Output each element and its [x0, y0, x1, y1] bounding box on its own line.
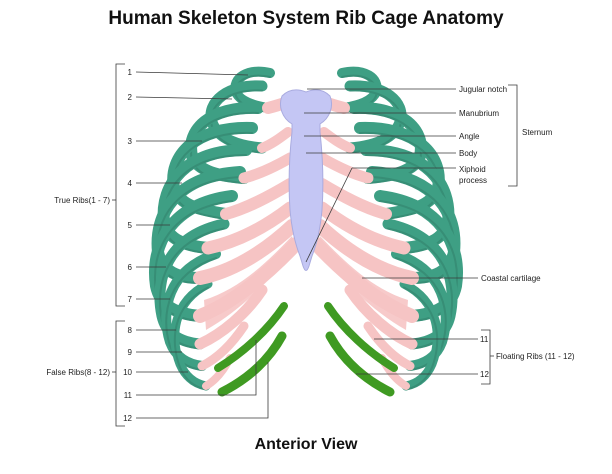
floating-rib-right-12 [325, 331, 395, 397]
bracket-sternum [508, 84, 518, 187]
cartilage-left-2 [257, 127, 293, 153]
label-xiphoid: Xiphoid [459, 165, 486, 174]
rib-number-12: 12 [123, 414, 132, 423]
rib-number-11: 11 [124, 391, 133, 400]
rib-number-8: 8 [128, 326, 133, 335]
page-title: Human Skeleton System Rib Cage Anatomy [108, 8, 504, 29]
cartilage-right-9 [363, 321, 415, 371]
rib-number-4: 4 [128, 179, 133, 188]
rib-shade-left-10 [173, 286, 209, 391]
label-sternum: Sternum [522, 128, 553, 137]
rib-shade-left-9 [165, 257, 217, 371]
label-angle: Angle [459, 132, 480, 141]
rib-cage-illustration [149, 66, 463, 397]
cartilage-left-6 [193, 219, 299, 285]
rib-number-1: 1 [128, 68, 133, 77]
rib-number-2: 2 [128, 93, 133, 102]
floating-rib-left-11 [214, 302, 288, 372]
cartilage-left-9 [197, 321, 249, 371]
cartilage-right-8 [344, 284, 418, 350]
label-manubrium: Manubrium [459, 109, 499, 118]
cartilage-right-4 [316, 178, 392, 220]
right-leaders [304, 88, 478, 375]
rib-shade-right-10 [403, 286, 439, 391]
label-false-ribs: False Ribs(8 - 12) [46, 368, 110, 377]
rib-number-labels: 1 2 3 4 5 6 7 8 9 10 11 12 [123, 68, 132, 423]
rib-left-10 [170, 279, 213, 391]
cartilage-web-left [204, 236, 296, 330]
bracket-true-ribs [112, 63, 125, 307]
sternum [279, 89, 333, 271]
rib-right-10 [399, 279, 442, 391]
rib-shade-left-8 [158, 227, 225, 350]
floating-rib-right-11 [324, 302, 398, 372]
view-label: Anterior View [254, 436, 358, 453]
cartilage-right-6 [313, 219, 419, 285]
cartilage-right-2 [319, 127, 355, 153]
cartilage-left-4 [220, 178, 296, 220]
rib-shade-right-8 [387, 227, 454, 350]
label-process: process [459, 176, 487, 185]
bracket-false-ribs [112, 320, 125, 427]
label-true-ribs: True Ribs(1 - 7) [54, 196, 110, 205]
cartilage-web-right [316, 236, 408, 330]
bracket-floating-ribs [481, 329, 494, 385]
cartilage-left-8 [194, 284, 268, 350]
rib-number-leaders [135, 71, 269, 419]
floating-rib-left-12 [217, 331, 287, 397]
rib-number-7: 7 [128, 295, 133, 304]
cartilage-left-5 [201, 201, 297, 255]
rib-shade-right-9 [395, 257, 447, 371]
label-coastal-cartilage: Coastal cartilage [481, 274, 541, 283]
label-floating-ribs: Floating Ribs (11 - 12) [496, 352, 575, 361]
rib-number-6: 6 [128, 263, 133, 272]
rib-number-3: 3 [128, 137, 133, 146]
label-jugular-notch: Jugular notch [459, 85, 507, 94]
rib-number-9: 9 [128, 348, 133, 357]
floating-number-12: 12 [480, 370, 489, 379]
cartilage-left-3 [238, 152, 296, 184]
rib-number-10: 10 [123, 368, 132, 377]
floating-number-11: 11 [480, 335, 489, 344]
label-body: Body [459, 149, 477, 158]
cartilage-right-3 [316, 152, 374, 184]
rib-number-5: 5 [128, 221, 133, 230]
